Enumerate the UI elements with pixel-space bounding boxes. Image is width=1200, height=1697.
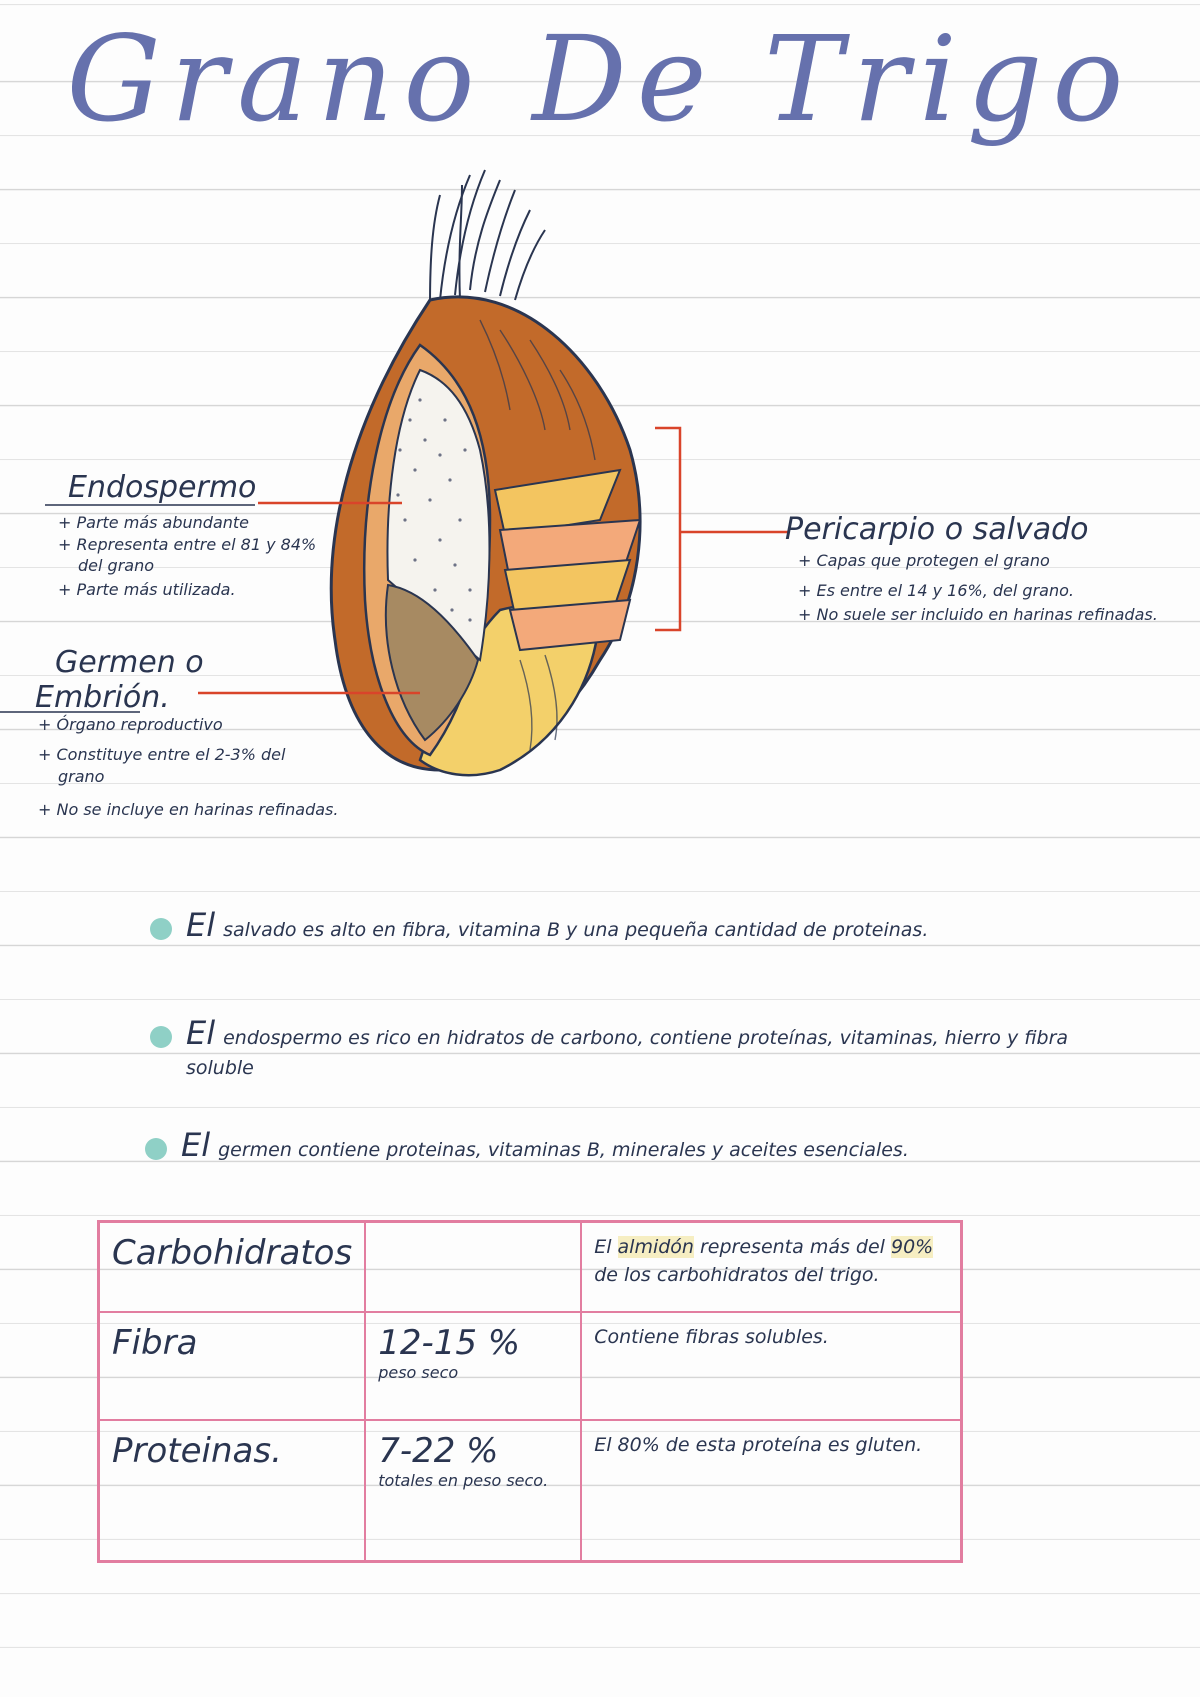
germ-heading-line1: Germen o: [55, 645, 204, 680]
nutrient-note: El almidón representa más del 90% de los…: [580, 1220, 963, 1313]
table-row: Carbohidratos El almidón representa más …: [97, 1220, 963, 1313]
nutrient-unit: totales en peso seco.: [378, 1470, 549, 1490]
grain-brush-hairs: [429, 169, 546, 306]
nutrient-note: El 80% de esta proteína es gluten.: [580, 1418, 963, 1563]
germ-item-1: + Órgano reproductivo: [38, 715, 223, 734]
note-highlight-percent: 90%: [890, 1236, 934, 1258]
bullet-lead: El: [181, 1126, 211, 1164]
bullet-germen: El germen contiene proteinas, vitaminas B…: [145, 1129, 1125, 1165]
germ-item-2: + Constituye entre el 2-3% del: [38, 745, 286, 764]
endosperm-item-4: + Parte más utilizada.: [58, 580, 236, 599]
bullet-dot: [150, 1026, 172, 1048]
nutrient-name: Proteinas.: [97, 1418, 367, 1563]
nutrient-value: 7-22 %: [378, 1430, 499, 1471]
nutrient-value-cell: 12-15 % peso seco: [364, 1310, 583, 1421]
endosperm-item-1: + Parte más abundante: [58, 513, 249, 532]
bran-streaks: [479, 319, 596, 751]
bullet-body: salvado es alto en fibra, vitamina B y u…: [223, 919, 929, 941]
endosperm-heading: Endospermo: [68, 470, 257, 505]
germ-item-4: + No se incluye en harinas refinadas.: [38, 800, 339, 819]
table-row: Fibra 12-15 % peso seco Contiene fibras …: [97, 1310, 963, 1421]
endosperm-item-2: + Representa entre el 81 y 84%: [58, 535, 317, 554]
grain-germ: [384, 583, 480, 742]
page-title: Grano De Trigo: [66, 10, 1134, 148]
bullet-text: El salvado es alto en fibra, vitamina B y…: [186, 909, 929, 945]
nutrient-unit: peso seco: [378, 1362, 459, 1382]
bran-layer-4: [508, 598, 632, 652]
grain-endosperm: [386, 368, 491, 662]
pericarp-heading: Pericarpio o salvado: [785, 512, 1089, 547]
note-post: de los carbohidratos del trigo.: [594, 1264, 880, 1286]
note-pre: El: [594, 1236, 618, 1258]
bullet-body: endospermo es rico en hidratos de carbon…: [186, 1027, 1069, 1079]
bullet-salvado: El salvado es alto en fibra, vitamina B y…: [150, 909, 1130, 945]
bullet-body: germen contiene proteinas, vitaminas B, …: [218, 1139, 909, 1161]
endosperm-speckles: [396, 398, 472, 622]
pericarp-item-2: + Es entre el 14 y 16%, del grano.: [798, 581, 1074, 600]
germ-item-3: grano: [58, 767, 105, 786]
bullet-text: El germen contiene proteinas, vitaminas B…: [181, 1129, 909, 1165]
note-mid: representa más del: [693, 1236, 891, 1258]
pericarp-item-1: + Capas que protegen el grano: [798, 551, 1050, 570]
bran-layer-1: [493, 468, 622, 537]
nutrient-value-cell: [364, 1220, 583, 1313]
nutrient-note: Contiene fibras solubles.: [580, 1310, 963, 1421]
table-row: Proteinas. 7-22 % totales en peso seco. …: [97, 1418, 963, 1563]
bullet-dot: [145, 1138, 167, 1160]
nutrition-table: Carbohidratos El almidón representa más …: [97, 1220, 963, 1563]
nutrient-name: Carbohidratos: [97, 1220, 367, 1313]
pericarp-bracket: [655, 426, 682, 632]
nutrient-name: Fibra: [97, 1310, 367, 1421]
germ-heading-line2: Embrión.: [35, 680, 170, 715]
nutrient-value: 12-15 %: [378, 1322, 521, 1363]
note-highlight-almidon: almidón: [617, 1236, 694, 1258]
pericarp-item-3: + No suele ser incluido en harinas refin…: [798, 605, 1158, 624]
nutrient-value-cell: 7-22 % totales en peso seco.: [364, 1418, 583, 1563]
bullet-lead: El: [186, 1014, 216, 1052]
bullet-dot: [150, 918, 172, 940]
endosperm-item-3: del grano: [78, 556, 154, 575]
bullet-lead: El: [186, 906, 216, 944]
